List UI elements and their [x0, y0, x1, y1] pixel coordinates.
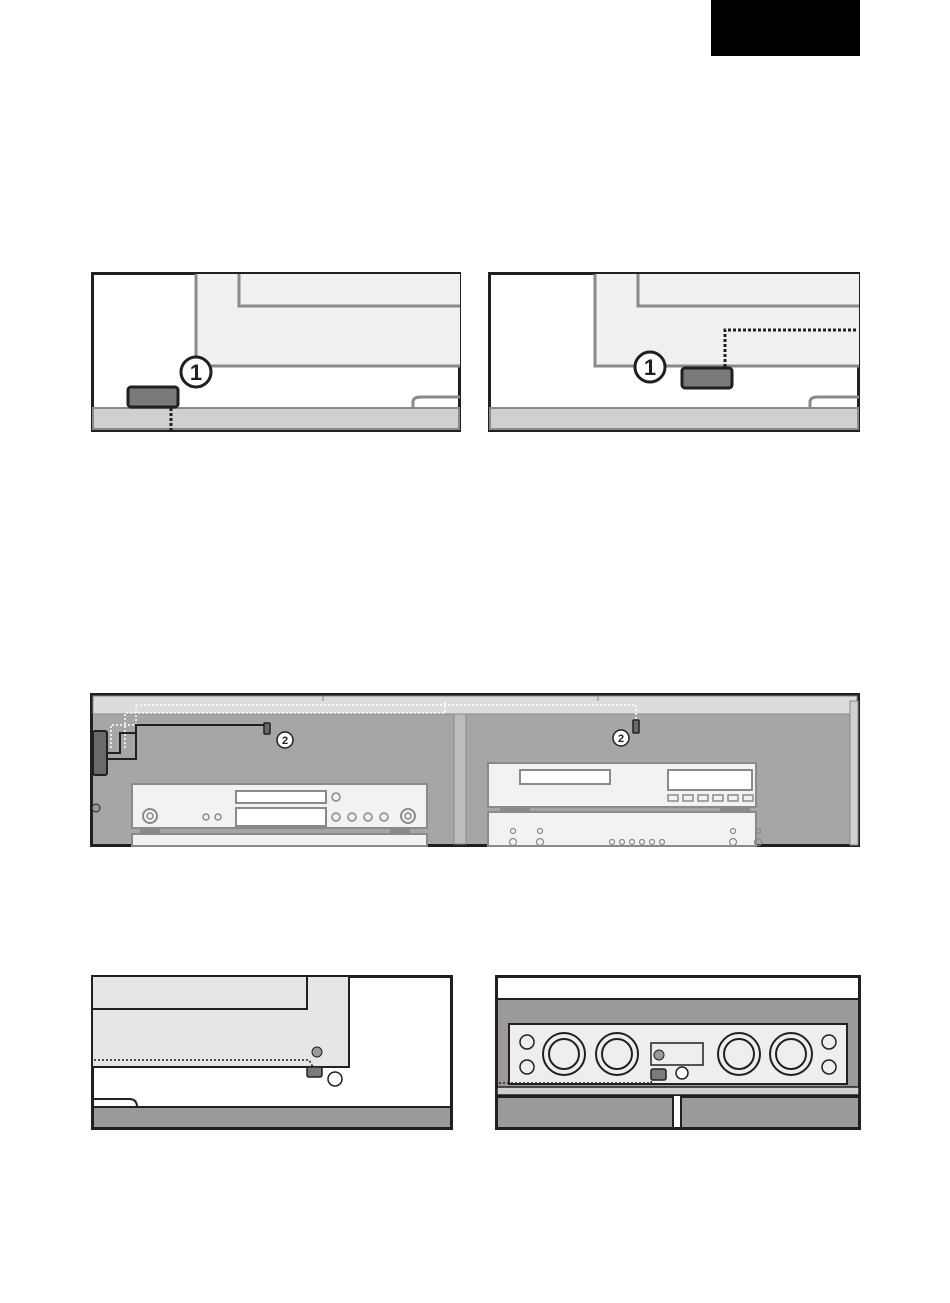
language-tab: [711, 0, 860, 56]
figure-tv-sensor-center: 1: [488, 272, 860, 432]
remote-sensor-icon: [682, 368, 732, 388]
callout-1-label: 1: [644, 355, 656, 380]
ir-receiver-icon: [651, 1069, 666, 1080]
remote-sensor-icon: [128, 387, 178, 407]
figure-tv-sensor-left: 1: [91, 272, 461, 432]
figure-speaker-receiver: [495, 975, 861, 1130]
ir-emitter-icon: [633, 720, 639, 733]
figure-tv-receiver: [91, 975, 453, 1130]
callout-2-label: 2: [282, 735, 288, 747]
figure-cabinet-emitters: 2 2: [90, 693, 860, 847]
ir-receiver-icon: [307, 1067, 322, 1077]
ir-emitter-icon: [264, 723, 270, 734]
callout-2-label: 2: [618, 733, 624, 745]
callout-1-label: 1: [190, 360, 202, 385]
